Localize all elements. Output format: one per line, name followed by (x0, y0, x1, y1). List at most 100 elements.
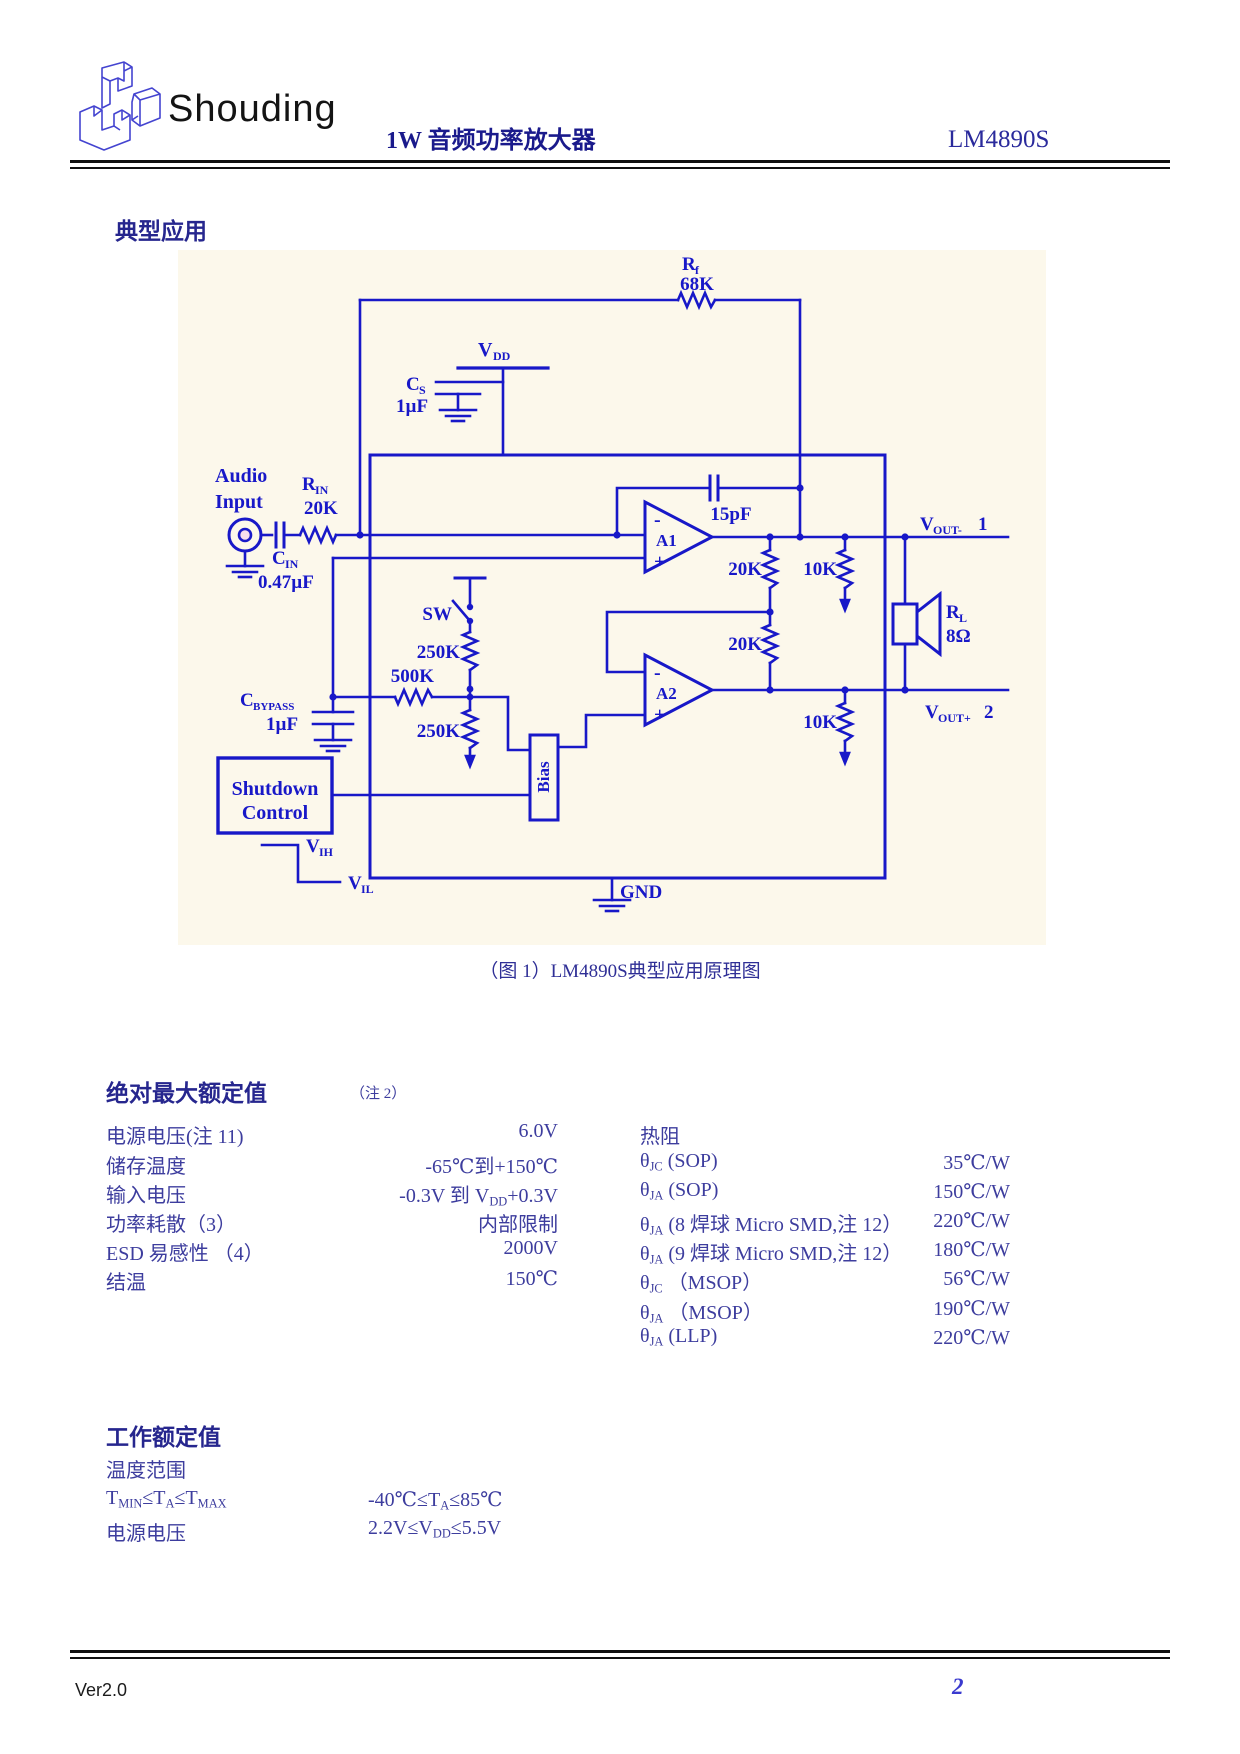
rating-label: θJA (LLP) (640, 1325, 718, 1349)
gnd-symbol (592, 876, 632, 913)
rin-sub: IN (315, 483, 329, 497)
cin-value: 0.47µF (258, 572, 314, 593)
shutdown-label-1: Shutdown (232, 778, 319, 800)
cbypass-label: C (240, 690, 254, 711)
company-logo-icon (79, 61, 161, 151)
version-label: Ver2.0 (75, 1680, 128, 1700)
rating-value: 220℃/W (933, 1210, 1010, 1232)
c15pf-value: 15pF (710, 504, 751, 525)
capacitor-15pf (615, 474, 802, 537)
resistor-250k-bottom (459, 695, 481, 770)
vout1-num: 1 (978, 514, 988, 535)
rating-label: θJC (SOP) (640, 1150, 718, 1174)
footer-rule-thick (70, 1650, 1170, 1653)
vih-vil-waveform (260, 843, 342, 884)
rl-sub: L (959, 611, 967, 625)
bias-block (468, 695, 647, 822)
junction-dots (329, 484, 909, 701)
audio-input-label-2: Input (215, 491, 263, 513)
a2-minus-sign: - (654, 662, 661, 684)
rating-value: 2000V (503, 1237, 558, 1259)
vout2-label: V (925, 702, 939, 723)
cbypass-sub: BYPASS (253, 701, 294, 713)
header-rule-thick (70, 160, 1170, 163)
cs-label: C (406, 374, 420, 395)
document-title: 1W 音频功率放大器 (386, 128, 596, 154)
bias-label: Bias (534, 761, 553, 793)
op-ratings-heading: 工作额定值 (106, 1425, 221, 1450)
rating-value: 150℃ (505, 1268, 558, 1290)
audio-input-label-1: Audio (215, 465, 267, 487)
footer-rule-thin (70, 1657, 1170, 1659)
rating-value: 56℃/W (943, 1268, 1010, 1290)
rating-value: 35℃/W (943, 1152, 1010, 1174)
r500k-value: 500K (391, 666, 435, 687)
vdd-label: V (478, 339, 493, 361)
typical-application-schematic: R f 68K V DD C S 1µF Audio Input R IN 20… (178, 250, 1046, 945)
a1-minus-sign: - (654, 509, 661, 531)
rating-label: 电源电压 (106, 1523, 186, 1545)
header-rule-thin (70, 167, 1170, 169)
page-number: 2 (952, 1674, 964, 1699)
resistor-10k-top (834, 535, 856, 614)
rating-label: θJC （MSOP） (640, 1272, 763, 1296)
capacitor-cbypass (311, 695, 355, 753)
rin-value: 20K (304, 498, 338, 519)
rating-label: 温度范围 (106, 1460, 186, 1482)
gnd-label: GND (620, 882, 662, 903)
a2-label: A2 (656, 684, 677, 703)
cs-value: 1µF (396, 396, 428, 417)
rating-value: -40℃≤TA≤85℃ (368, 1489, 503, 1513)
opamp-a1 (331, 499, 1010, 699)
abs-max-note: （注 2） (350, 1086, 407, 1102)
section-title-typical-application: 典型应用 (115, 219, 207, 244)
resistor-rin (282, 524, 647, 546)
cs-sub: S (419, 383, 426, 397)
rating-value: 2.2V≤VDD≤5.5V (368, 1517, 502, 1541)
rating-label: θJA (8 焊球 Micro SMD,注 12） (640, 1214, 903, 1238)
resistor-20k-bottom (759, 623, 781, 692)
resistor-500k (331, 686, 472, 708)
rating-value: -65℃到+150℃ (425, 1156, 558, 1178)
rating-label: 功率耗散（3） (106, 1214, 236, 1236)
r20k-bottom-value: 20K (728, 634, 762, 655)
a2-feedback-wire (605, 610, 772, 674)
r10k-bottom-value: 10K (803, 712, 837, 733)
resistor-rf (358, 289, 802, 539)
rating-label: θJA (SOP) (640, 1179, 719, 1203)
vout2-num: 2 (984, 702, 994, 723)
rating-label: θJA （MSOP） (640, 1302, 763, 1326)
switch-sw (451, 576, 487, 623)
rating-label: TMIN≤TA≤TMAX (106, 1487, 227, 1511)
vdd-sub: DD (493, 349, 511, 363)
rl-value: 8Ω (946, 626, 971, 647)
figure-caption: （图 1）LM4890S典型应用原理图 (479, 961, 761, 982)
shutdown-label-2: Control (242, 802, 309, 824)
r10k-top-value: 10K (803, 559, 837, 580)
capacitor-cs (434, 380, 505, 423)
cin-sub: IN (285, 557, 299, 571)
cbypass-value: 1µF (266, 714, 298, 735)
ic-boundary (368, 453, 887, 880)
abs-max-heading: 绝对最大额定值 (106, 1081, 267, 1106)
opamp-a2 (643, 652, 1010, 728)
sw-label: SW (422, 604, 452, 625)
vout2-sub: OUT+ (938, 711, 971, 725)
rf-sub: f (695, 263, 700, 277)
rating-label: 电源电压(注 11) (106, 1126, 244, 1148)
company-name: Shouding (168, 88, 337, 130)
resistor-10k-bottom (834, 688, 856, 767)
a1-label: A1 (656, 531, 677, 550)
vout1-sub: OUT- (933, 523, 962, 537)
cin-label: C (272, 548, 286, 569)
rating-label: 输入电压 (106, 1185, 186, 1207)
vil-sub: IL (361, 882, 374, 896)
shutdown-control-block (216, 756, 532, 835)
vih-sub: IH (319, 845, 334, 859)
vih-label: V (306, 836, 320, 857)
rating-label: 储存温度 (106, 1156, 186, 1178)
thermal-resistance-heading: 热阻 (640, 1126, 680, 1148)
rating-value: 190℃/W (933, 1298, 1010, 1320)
part-number: LM4890S (948, 126, 1050, 153)
